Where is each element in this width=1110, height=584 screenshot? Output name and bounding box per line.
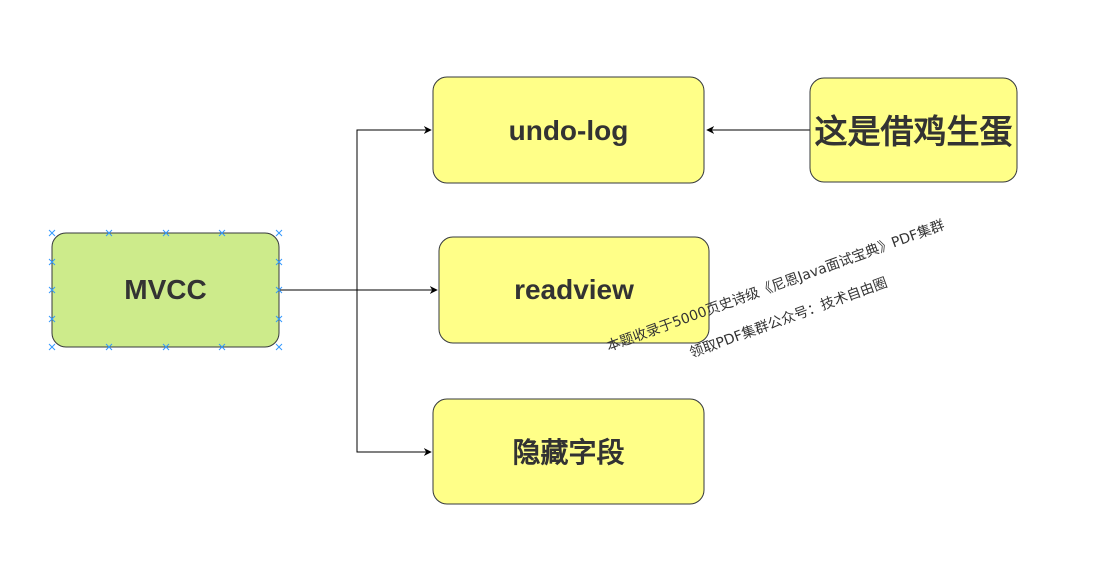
selection-handle[interactable] xyxy=(48,343,56,351)
node-mvcc-label: MVCC xyxy=(124,274,206,305)
selection-handle[interactable] xyxy=(105,343,113,351)
node-undo-log-label: undo-log xyxy=(509,115,629,146)
selection-handle[interactable] xyxy=(48,286,56,294)
node-readview-box[interactable] xyxy=(438,236,710,344)
selection-handle[interactable] xyxy=(218,343,226,351)
node-hidden-fields[interactable]: 隐藏字段 xyxy=(432,398,705,505)
selection-handle[interactable] xyxy=(275,258,283,266)
node-undo-log[interactable]: undo-log xyxy=(432,76,705,184)
node-note[interactable]: 这是借鸡生蛋 xyxy=(809,77,1018,183)
edge-mvcc-to-undo-log[interactable] xyxy=(279,126,432,291)
selection-handle[interactable] xyxy=(162,229,170,237)
node-mvcc[interactable]: MVCC xyxy=(51,232,280,348)
node-note-box[interactable] xyxy=(809,77,1018,183)
selection-handle[interactable] xyxy=(275,286,283,294)
node-readview-label: readview xyxy=(514,274,634,305)
node-readview[interactable]: readview xyxy=(438,236,710,344)
selection-handle[interactable] xyxy=(275,315,283,323)
selection-handle[interactable] xyxy=(275,229,283,237)
node-hidden-fields-box[interactable] xyxy=(432,398,705,505)
edges xyxy=(279,126,810,456)
selection-handle[interactable] xyxy=(275,343,283,351)
selection-handle[interactable] xyxy=(48,229,56,237)
node-hidden-fields-label: 隐藏字段 xyxy=(512,436,624,468)
selection-handles[interactable] xyxy=(48,229,283,351)
selection-handle[interactable] xyxy=(105,229,113,237)
edge-mvcc-to-hidden-fields[interactable] xyxy=(356,290,432,456)
selection-handle[interactable] xyxy=(48,315,56,323)
selection-handle[interactable] xyxy=(48,258,56,266)
selection-handle[interactable] xyxy=(218,229,226,237)
node-undo-log-box[interactable] xyxy=(432,76,705,184)
node-note-label: 这是借鸡生蛋 xyxy=(815,113,1013,150)
selection-handle[interactable] xyxy=(162,343,170,351)
